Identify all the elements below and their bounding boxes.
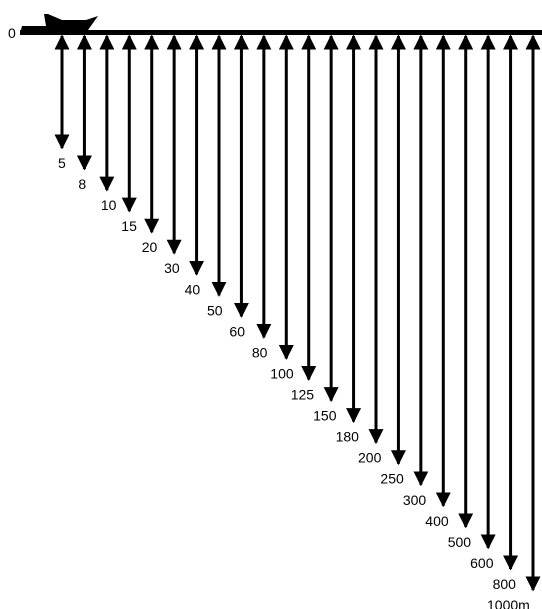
- range-label: 150: [313, 408, 337, 424]
- range-label: 200: [358, 450, 382, 466]
- range-label: 60: [229, 323, 245, 339]
- range-label: 180: [336, 429, 360, 445]
- range-label: 500: [448, 534, 472, 550]
- range-label: 800: [493, 576, 517, 592]
- range-label: 20: [142, 239, 158, 255]
- range-label: 100: [270, 365, 294, 381]
- range-label: 8: [78, 176, 86, 192]
- range-label: 10: [101, 197, 117, 213]
- range-label: 15: [121, 218, 137, 234]
- range-label: 1000m: [487, 597, 530, 609]
- range-label: 400: [425, 513, 449, 529]
- range-label: 125: [291, 387, 315, 403]
- surface-label: 0: [8, 25, 16, 41]
- range-label: 30: [164, 260, 180, 276]
- range-label: 250: [380, 471, 404, 487]
- range-label: 50: [207, 302, 223, 318]
- range-label: 80: [252, 344, 268, 360]
- range-label: 40: [185, 281, 201, 297]
- range-label: 600: [470, 555, 494, 571]
- range-label: 300: [403, 492, 427, 508]
- range-label: 5: [58, 155, 66, 171]
